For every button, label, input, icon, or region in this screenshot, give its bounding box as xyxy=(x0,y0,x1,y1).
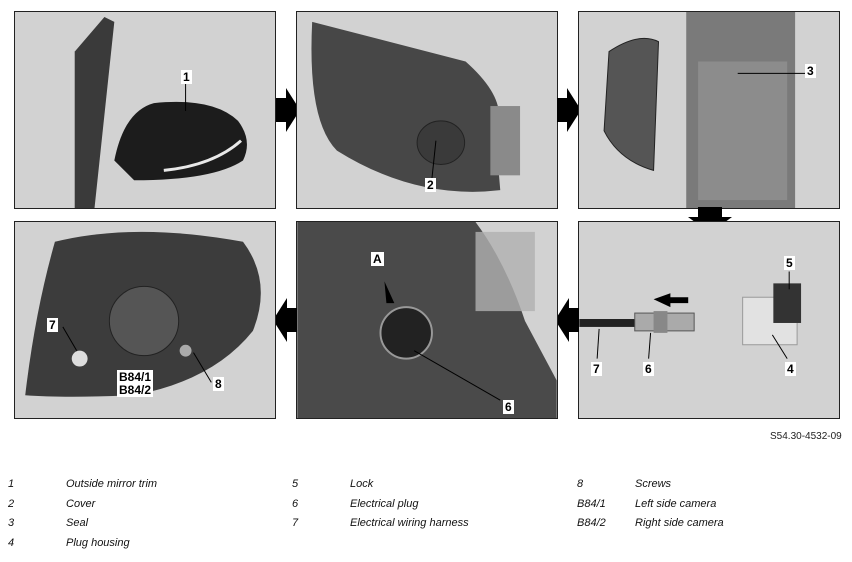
legend-label: Lock xyxy=(350,478,374,490)
legend-label: Plug housing xyxy=(66,537,130,549)
legend-number: 7 xyxy=(292,517,299,529)
photo-panel-2: 2 xyxy=(296,11,558,209)
legend-row: 4 Plug housing xyxy=(8,537,268,553)
legend-number: 6 xyxy=(292,498,299,510)
legend-row: B84/1 Left side camera xyxy=(577,498,837,514)
legend-number: 3 xyxy=(8,517,15,529)
legend-number: 4 xyxy=(8,537,15,549)
callout-7: 7 xyxy=(47,318,58,332)
legend-label: Cover xyxy=(66,498,96,510)
arrow-left-icon xyxy=(555,298,579,342)
mirror-seal-illustration xyxy=(579,12,839,208)
figure-reference: S54.30-4532-09 xyxy=(770,431,842,442)
legend-label: Electrical plug xyxy=(350,498,419,510)
plug-housing-illustration xyxy=(579,222,839,418)
callout-b84-2: B84/2 xyxy=(117,383,154,397)
mirror-trim-illustration xyxy=(15,12,275,208)
arrow-left-icon xyxy=(273,298,297,342)
legend-number: B84/2 xyxy=(577,517,606,529)
plug-socket-illustration xyxy=(297,222,557,418)
legend-row: 5 Lock xyxy=(292,478,552,494)
legend-label: Left side camera xyxy=(635,498,717,510)
legend-row: B84/2 Right side camera xyxy=(577,517,837,533)
legend-number: 1 xyxy=(8,478,15,490)
photo-panel-3: 3 xyxy=(578,11,840,209)
legend-label: Electrical wiring harness xyxy=(350,517,469,529)
photo-panel-1: 1 xyxy=(14,11,276,209)
legend-label: Seal xyxy=(66,517,89,529)
legend-row: 3 Seal xyxy=(8,517,268,533)
callout-6: 6 xyxy=(643,362,654,376)
legend-number: 8 xyxy=(577,478,584,490)
photo-panel-6: 7 B84/1 B84/2 8 xyxy=(14,221,276,419)
legend-number: 2 xyxy=(8,498,15,510)
callout-1: 1 xyxy=(181,70,192,84)
callout-3: 3 xyxy=(805,64,816,78)
callout-2: 2 xyxy=(425,178,436,192)
photo-panel-4: 5 7 6 4 xyxy=(578,221,840,419)
callout-b84-1: B84/1 xyxy=(117,370,154,384)
callout-7: 7 xyxy=(591,362,602,376)
callout-4: 4 xyxy=(785,362,796,376)
legend-row: 7 Electrical wiring harness xyxy=(292,517,552,533)
arrow-down-icon xyxy=(688,207,732,233)
legend-row: 1 Outside mirror trim xyxy=(8,478,268,494)
legend-label: Right side camera xyxy=(635,517,724,529)
mirror-cover-illustration xyxy=(297,12,557,208)
callout-5: 5 xyxy=(784,256,795,270)
arrow-right-icon xyxy=(557,88,581,132)
legend-label: Screws xyxy=(635,478,672,490)
legend-label: Outside mirror trim xyxy=(66,478,158,490)
legend-row: 8 Screws xyxy=(577,478,837,494)
callout-6: 6 xyxy=(503,400,514,414)
legend-number: 5 xyxy=(292,478,299,490)
callout-8: 8 xyxy=(213,377,224,391)
callout-a: A xyxy=(371,252,384,266)
legend-row: 6 Electrical plug xyxy=(292,498,552,514)
photo-panel-5: A 6 xyxy=(296,221,558,419)
arrow-right-icon xyxy=(276,88,300,132)
legend-row: 2 Cover xyxy=(8,498,268,514)
legend-number: B84/1 xyxy=(577,498,606,510)
